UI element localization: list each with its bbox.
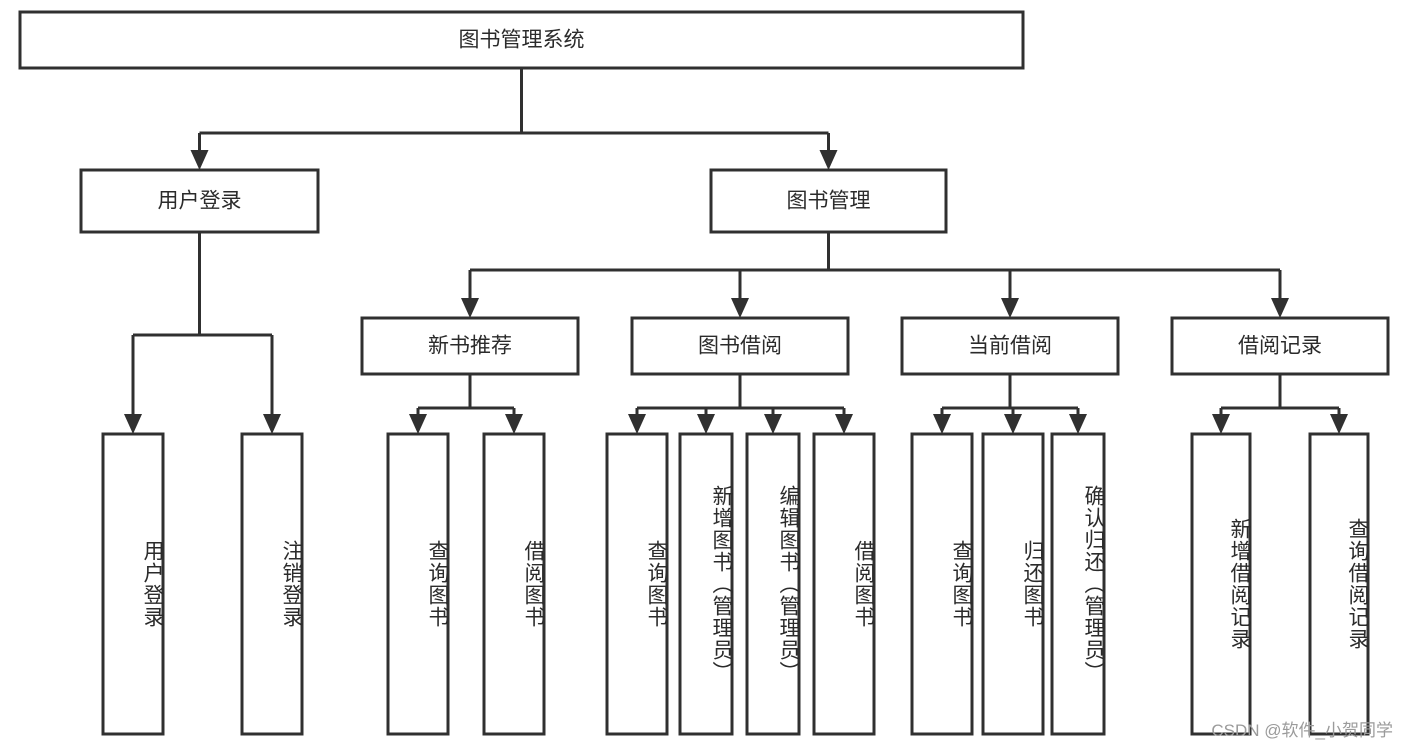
leaf-leaf-query-borrow-record[interactable] [1308,432,1370,736]
node-level2-book-borrow-label: 图书借阅 [698,335,782,358]
node-root[interactable]: 图书管理系统 [18,10,1025,70]
leaf-leaf-confirm-return-admin[interactable] [1050,432,1106,736]
node-level1-book-manage[interactable]: 图书管理 [709,168,948,234]
leaf-leaf-query-book-2[interactable] [605,432,669,736]
leaf-leaf-borrow-book-1[interactable] [482,432,546,736]
node-level1-book-manage-label: 图书管理 [787,190,871,213]
node-level2-new-book-recommend-label: 新书推荐 [428,335,512,358]
node-level2-borrow-record-label: 借阅记录 [1238,335,1322,358]
watermark-text: CSDN @软件_小贺同学 [1211,721,1393,740]
node-level2-borrow-record[interactable]: 借阅记录 [1170,316,1390,376]
edge-layer [124,68,1348,434]
node-level2-current-borrow[interactable]: 当前借阅 [900,316,1120,376]
leaf-leaf-return-book[interactable] [981,432,1045,736]
node-level2-book-borrow[interactable]: 图书借阅 [630,316,850,376]
leaf-leaf-borrow-book-2[interactable] [812,432,876,736]
leaf-leaf-add-book-admin[interactable] [678,432,734,736]
node-level1-user-login-label: 用户登录 [158,190,242,213]
leaf-leaf-add-borrow-record[interactable] [1190,432,1252,736]
leaf-leaf-query-book-3[interactable] [910,432,974,736]
leaf-leaf-user-login[interactable] [101,432,165,736]
leaf-leaf-query-book-1[interactable] [386,432,450,736]
node-level2-current-borrow-label: 当前借阅 [968,335,1052,358]
node-level1-user-login[interactable]: 用户登录 [79,168,320,234]
leaf-leaf-logout-login[interactable] [240,432,304,736]
node-root-label: 图书管理系统 [459,29,585,52]
node-level2-new-book-recommend[interactable]: 新书推荐 [360,316,580,376]
leaf-leaf-edit-book-admin[interactable] [745,432,801,736]
